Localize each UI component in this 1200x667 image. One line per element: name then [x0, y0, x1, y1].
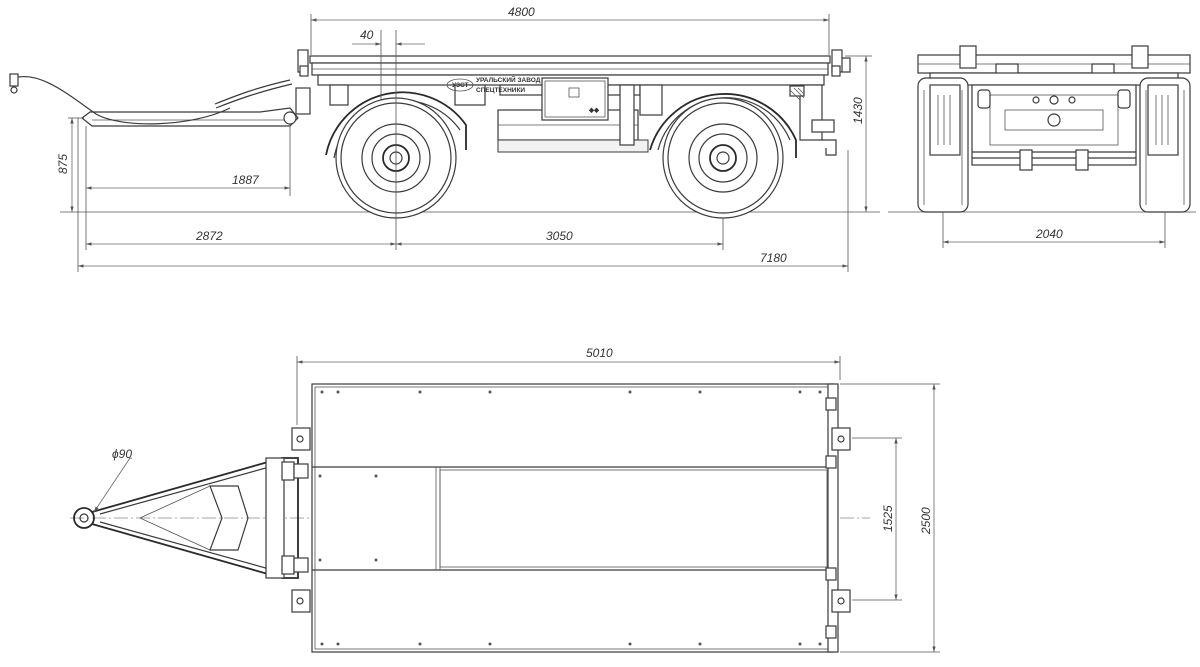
- dim-side-wheelbase: 3050: [546, 229, 573, 243]
- side-view: ◆◆ УЗСТ УРАЛЬСКИЙ ЗАВОД СПЕЦТЕХНИКИ: [9, 5, 880, 272]
- side-dimensions: 4800 40 1430 875 1887 2872 3050: [56, 5, 872, 272]
- logo-line1: УРАЛЬСКИЙ ЗАВОД: [476, 75, 541, 84]
- top-view: 5010 ϕ90 1525 2500: [70, 346, 940, 653]
- dim-top-deck-length: 5010: [586, 346, 613, 360]
- dim-side-front-to-axle: 2872: [195, 229, 223, 243]
- top-dimensions: 5010 ϕ90 1525 2500: [93, 346, 940, 653]
- top-drawbar: [73, 457, 309, 579]
- side-drawbar: [9, 73, 311, 127]
- dim-side-height: 1430: [851, 97, 865, 124]
- logo-badge: УЗСТ: [452, 82, 468, 89]
- top-deck: [311, 383, 835, 653]
- dim-side-drawbar-height: 875: [56, 154, 70, 174]
- dim-side-drawbar-length: 1887: [232, 173, 260, 187]
- tool-box: ◆◆: [541, 77, 609, 121]
- dim-top-overall-width: 2500: [919, 507, 933, 535]
- dim-rear-track: 2040: [1035, 227, 1063, 241]
- dim-side-offset: 40: [360, 28, 374, 42]
- manufacturer-logo: УЗСТ УРАЛЬСКИЙ ЗАВОД СПЕЦТЕХНИКИ: [446, 75, 541, 94]
- logo-line2: СПЕЦТЕХНИКИ: [476, 87, 525, 94]
- dim-side-overall-deck: 4800: [508, 5, 535, 19]
- dim-top-eye-diameter: ϕ90: [112, 447, 132, 461]
- stake-pockets: [291, 397, 851, 639]
- svg-text:◆◆: ◆◆: [588, 107, 600, 114]
- dim-side-overall-length: 7180: [760, 251, 787, 265]
- rear-wheel: [649, 93, 797, 219]
- deck-bolts: [318, 390, 822, 646]
- dim-top-inner-width: 1525: [881, 505, 895, 532]
- rear-view: 2040: [888, 45, 1196, 248]
